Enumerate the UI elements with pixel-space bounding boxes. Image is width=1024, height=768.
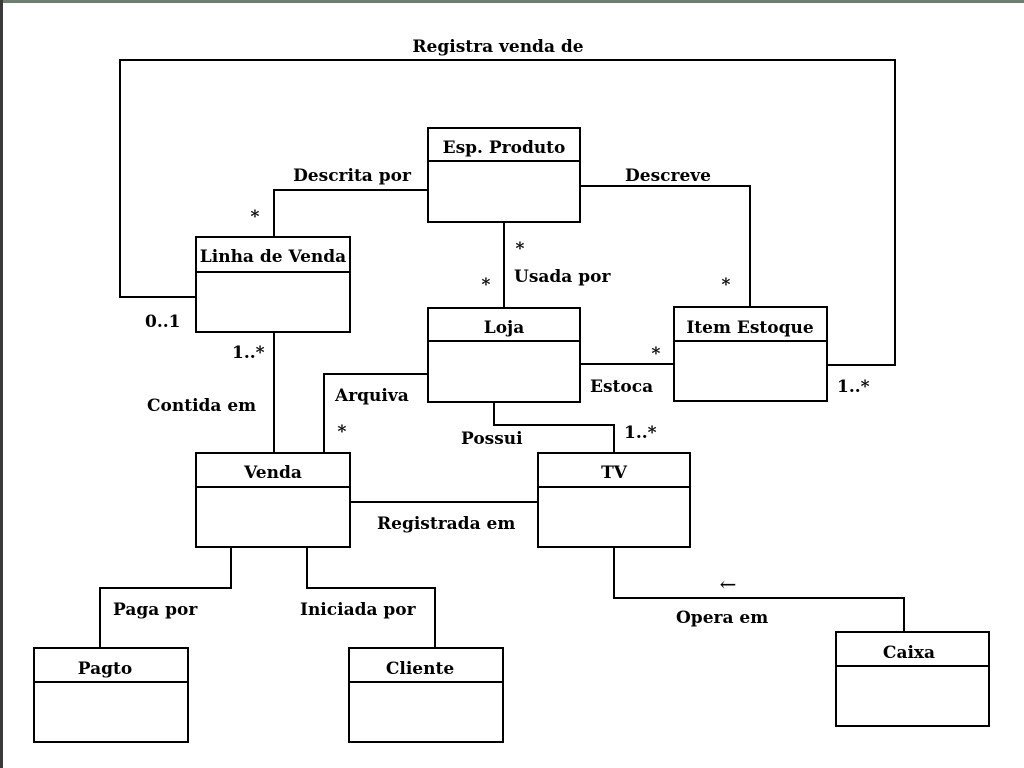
assoc-arquiva	[323, 373, 428, 453]
class-item-estoque-name: Item Estoque	[686, 318, 813, 338]
class-item-estoque[interactable]: Item Estoque	[673, 306, 828, 402]
mult-estoca-item: *	[652, 344, 661, 364]
assoc-descrita-por	[273, 189, 428, 237]
class-pagto[interactable]: Pagto	[33, 647, 189, 743]
class-esp-produto[interactable]: Esp. Produto	[427, 127, 581, 223]
class-esp-produto-name: Esp. Produto	[443, 138, 566, 158]
class-caixa[interactable]: Caixa	[835, 631, 990, 727]
label-arquiva: Arquiva	[334, 386, 409, 406]
label-registrada-em: Registrada em	[377, 514, 515, 534]
assoc-iniciada-por	[306, 547, 436, 648]
label-usada-por: Usada por	[514, 267, 611, 287]
mult-arquiva-venda: *	[338, 422, 347, 442]
label-descreve: Descreve	[625, 166, 711, 186]
class-pagto-name: Pagto	[78, 659, 132, 679]
class-linha-de-venda[interactable]: Linha de Venda	[195, 236, 351, 333]
mult-descrita-linha: *	[251, 207, 260, 227]
label-possui: Possui	[461, 429, 523, 449]
mult-contida-linha: 1..*	[232, 343, 265, 363]
mult-possui-tv: 1..*	[624, 423, 657, 443]
assoc-descreve	[580, 185, 751, 307]
class-caixa-name: Caixa	[883, 643, 935, 663]
label-contida-em: Contida em	[147, 396, 256, 416]
mult-registra-linha: 0..1	[145, 312, 181, 332]
assoc-opera-em	[613, 547, 905, 632]
label-estoca: Estoca	[590, 377, 653, 397]
frame-top-border	[0, 0, 1024, 3]
label-iniciada-por: Iniciada por	[300, 600, 417, 620]
class-venda-name: Venda	[243, 463, 302, 483]
assoc-registra-venda-de	[119, 59, 896, 366]
assoc-paga-por	[99, 547, 232, 648]
arrow-left-icon: ←	[720, 572, 737, 596]
label-opera-em: Opera em	[676, 608, 768, 628]
mult-registra-item: 1..*	[837, 377, 870, 397]
label-paga-por: Paga por	[113, 600, 198, 620]
class-loja-name: Loja	[484, 318, 524, 338]
frame-left-border	[0, 0, 3, 768]
class-tv-name: TV	[601, 463, 628, 483]
label-registra-venda-de: Registra venda de	[412, 37, 583, 57]
class-cliente-name: Cliente	[386, 659, 454, 679]
label-descrita-por: Descrita por	[293, 166, 412, 186]
class-cliente[interactable]: Cliente	[348, 647, 504, 743]
class-loja[interactable]: Loja	[427, 307, 581, 403]
class-venda[interactable]: Venda	[195, 452, 351, 548]
class-linha-de-venda-name: Linha de Venda	[200, 247, 346, 267]
mult-usada-loja: *	[482, 275, 491, 295]
mult-usada-esp: *	[516, 239, 525, 259]
mult-descreve-item: *	[722, 275, 731, 295]
class-tv[interactable]: TV	[537, 452, 691, 548]
assoc-possui	[493, 402, 615, 453]
